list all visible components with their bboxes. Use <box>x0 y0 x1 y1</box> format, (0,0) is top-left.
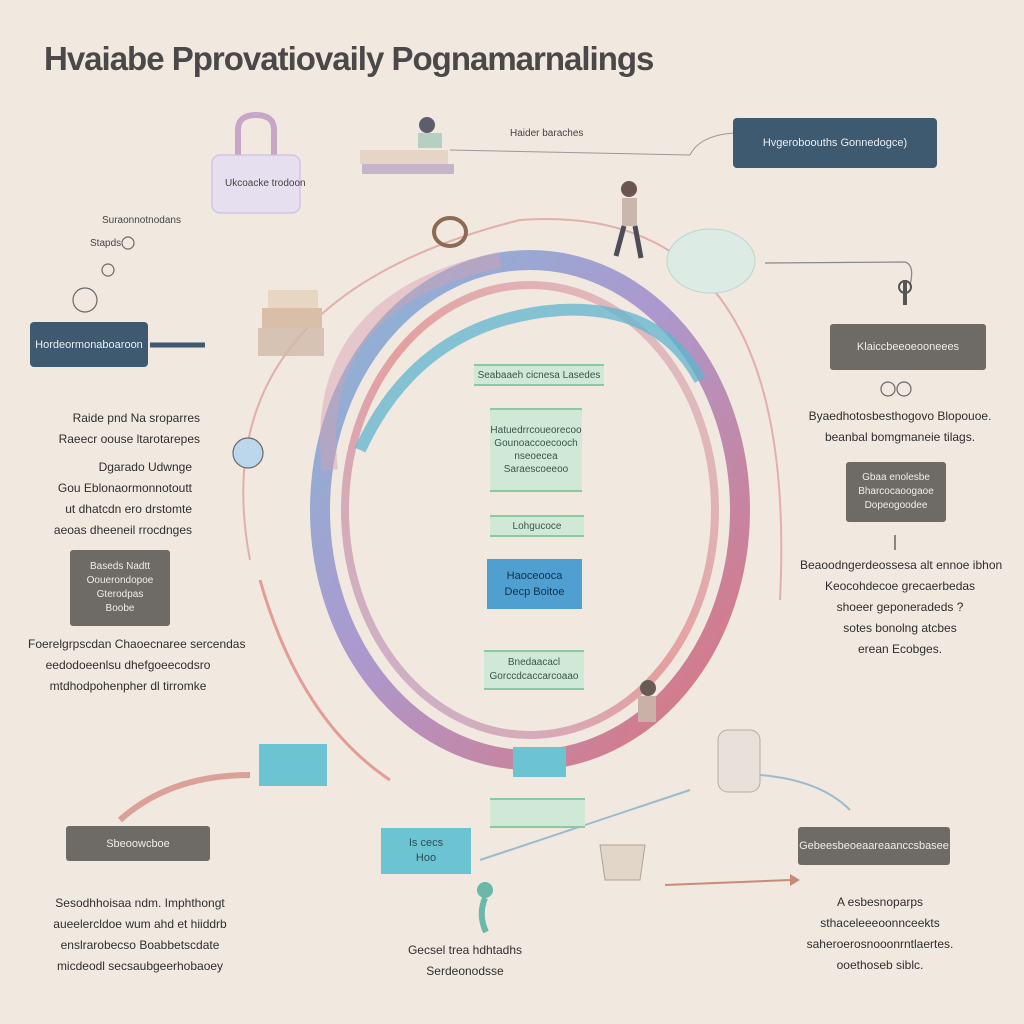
right-grey-box: Gbaa enolesbe Bharcocaoogaoe Dopeogoodee <box>846 462 946 522</box>
left-navy-box: Hordeormonaboaroon <box>30 322 148 367</box>
center-green-2: Hatuedrrcoueorecoo Gounoaccoecooch nseoe… <box>490 408 582 492</box>
bottom-right-block: A esbesnoparps sthaceleeeoonnceekts sahe… <box>806 895 954 972</box>
bubble-icons <box>72 236 264 469</box>
lock-card-text: Ukcoacke trodoon <box>225 178 306 189</box>
arrow-bottom-right <box>790 874 800 886</box>
left-top-small-1: Suraonnotnodans <box>102 215 181 226</box>
bottom-right-dark-box: Gebeesbeoeaareaanccsbasee <box>798 827 950 865</box>
center-teal-tab <box>513 747 566 777</box>
hook-icon <box>898 280 912 305</box>
connector-bottom-center <box>479 789 691 861</box>
outer-arc-left <box>258 579 391 782</box>
center-green-bottom <box>490 798 585 828</box>
left-block-1: Raide pnd Na sroparres Raeecr oouse ltar… <box>58 411 200 446</box>
person-small-icon <box>477 882 493 934</box>
eyes-icon <box>880 381 912 397</box>
top-right-navy-box: Hvgeroboouths Gonnedogce) <box>733 118 937 168</box>
person-walking-icon <box>613 181 644 259</box>
bottom-center-block: Gecsel trea hdhtadhs Serdeonodsse <box>407 943 523 978</box>
center-blue-box: Haoceooca Decp Boitoe <box>487 559 582 609</box>
books-icon <box>360 117 454 174</box>
center-green-4: Bnedaacacl Gorccdcaccarcoaao <box>484 650 584 690</box>
left-top-small-2: Stapds <box>90 238 122 249</box>
right-block-1: Byaedhotosbesthogovo Blopouoe. beanbal b… <box>808 409 992 444</box>
bottom-teal-small <box>259 744 327 786</box>
center-green-3: Lohgucoce <box>490 515 584 537</box>
connector-right-curve <box>759 774 851 811</box>
connector-top <box>449 149 691 156</box>
pink-band <box>320 252 502 471</box>
top-caption: Haider baraches <box>510 128 584 139</box>
connector-bottom-right <box>664 879 791 886</box>
bottom-center-teal-box: Is cecs Hoo <box>381 828 471 874</box>
connector-bottom-left <box>117 772 251 823</box>
right-block-2: Beaoodngerdeossesa alt ennoe ibhon Keoco… <box>800 558 1003 656</box>
person-seated-icon <box>638 680 656 722</box>
left-grey-box: Baseds Nadtt Oouerondopoe Gterodpas Boob… <box>70 550 170 626</box>
connector-right <box>764 261 913 286</box>
main-ring-inner <box>341 281 719 739</box>
small-oval-icon <box>666 228 756 294</box>
box-icon <box>258 290 324 356</box>
right-dark-box-1: Klaiccbeeoeooneees <box>830 324 986 370</box>
left-block-3: Foerelgrpscdan Chaoecnaree sercendas eed… <box>28 637 246 693</box>
center-green-1: Seabaaeh cicnesa Lasedes <box>474 364 604 386</box>
bottom-left-block: Sesodhhoisaa ndm. Imphthongt aueelercldo… <box>53 896 227 973</box>
left-block-2: Dgarado Udwnge Gou Eblonaormonnotoutt ut… <box>53 460 192 537</box>
connector-top-hook <box>689 132 736 156</box>
bag-icon <box>599 844 646 881</box>
ring-icon <box>432 216 468 248</box>
blue-swoosh <box>354 303 706 453</box>
bottom-left-dark-box: Sbeoowcboe <box>66 826 210 861</box>
lock-icon <box>211 111 301 214</box>
cup-icon <box>717 729 761 793</box>
page-title: Hvaiabe Pprovatiovaily Pognamarnalings <box>44 40 654 77</box>
outer-arc <box>242 218 783 601</box>
